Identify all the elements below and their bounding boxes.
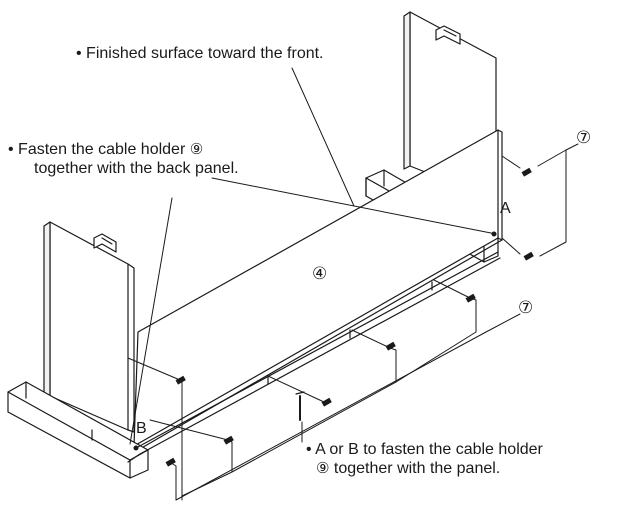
bottom-rail	[127, 251, 501, 463]
part-label-screws-bottom: ⑦	[518, 298, 534, 318]
cable-holder-number: ⑨	[189, 140, 204, 158]
left-side-panel	[43, 221, 135, 433]
fasten-line-2: together with the back panel.	[34, 160, 239, 177]
fasten-cable-holder-callout: • Fasten the cable holder ⑨ together wit…	[8, 140, 239, 178]
part-label-back-panel: ④	[312, 264, 328, 284]
finished-surface-callout: • Finished surface toward the front.	[76, 44, 324, 63]
screw-guide-lines	[127, 143, 579, 501]
cable-holder	[295, 391, 305, 421]
finished-surface-text: • Finished surface toward the front.	[76, 45, 324, 62]
ab-cable-holder-number: ⑨	[316, 459, 330, 477]
ab-line-2: ⑨ together with the panel.	[316, 459, 501, 477]
label-a: A	[500, 200, 511, 217]
ab-line-1: • A or B to fasten the cable holder	[306, 441, 543, 458]
callout-leaders	[129, 67, 497, 445]
label-b: B	[136, 420, 147, 437]
back-panel	[133, 129, 503, 451]
part-label-screws-top: ⑦	[576, 128, 592, 148]
fasten-line-1: • Fasten the cable holder ⑨	[8, 140, 204, 158]
a-or-b-callout: • A or B to fasten the cable holder ⑨ to…	[306, 440, 543, 478]
